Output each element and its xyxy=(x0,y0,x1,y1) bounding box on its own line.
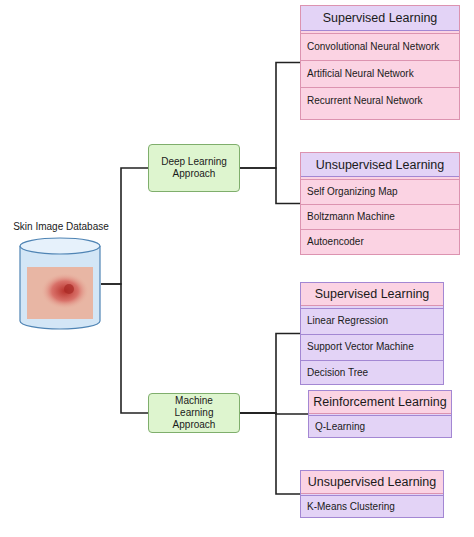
method-box: Boltzmann Machine xyxy=(301,204,459,228)
category-heading: Reinforcement Learning xyxy=(309,391,451,414)
method-box: Decision Tree xyxy=(301,360,443,384)
approach-label: Machine Learning Approach xyxy=(149,395,239,431)
lesion-core xyxy=(64,284,74,294)
method-box: Support Vector Machine xyxy=(301,334,443,359)
tree-connector xyxy=(240,413,308,414)
method-box: Self Organizing Map xyxy=(301,179,459,203)
method-box: Recurrent Neural Network xyxy=(301,87,459,113)
cylinder-top xyxy=(20,238,100,254)
approach-box: Machine Learning Approach xyxy=(148,393,240,433)
method-box: Convolutional Neural Network xyxy=(301,33,459,59)
method-box: K-Means Clustering xyxy=(301,495,443,517)
method-box: Q-Learning xyxy=(309,415,451,437)
method-label: Autoencoder xyxy=(301,230,459,253)
method-box: Autoencoder xyxy=(301,229,459,253)
method-label: Boltzmann Machine xyxy=(301,205,459,228)
approach-label: Deep Learning Approach xyxy=(149,156,239,180)
category-heading: Unsupervised Learning xyxy=(301,471,443,494)
category-heading: Supervised Learning xyxy=(301,6,459,31)
method-label: Self Organizing Map xyxy=(301,180,459,203)
category-box: Unsupervised LearningSelf Organizing Map… xyxy=(300,152,460,255)
method-box: Artificial Neural Network xyxy=(301,60,459,86)
method-label: Convolutional Neural Network xyxy=(301,34,459,59)
method-label: Decision Tree xyxy=(301,361,443,384)
category-heading: Supervised Learning xyxy=(301,283,443,306)
tree-connector xyxy=(240,168,300,204)
category-heading: Unsupervised Learning xyxy=(301,153,459,177)
approach-box: Deep Learning Approach xyxy=(148,144,240,192)
method-label: Q-Learning xyxy=(309,416,451,437)
method-box: Linear Regression xyxy=(301,308,443,333)
cylinder-body xyxy=(20,246,100,329)
method-label: Support Vector Machine xyxy=(301,335,443,359)
database-node: Skin Image Database xyxy=(5,220,117,332)
method-label: K-Means Clustering xyxy=(301,496,443,517)
skin-lesion xyxy=(41,273,89,309)
method-label: Linear Regression xyxy=(301,309,443,333)
tree-connector xyxy=(101,284,148,413)
method-label: Recurrent Neural Network xyxy=(301,88,459,113)
tree-connector xyxy=(240,334,300,414)
category-box: Supervised LearningConvolutional Neural … xyxy=(300,5,460,120)
database-label: Skin Image Database xyxy=(5,220,117,234)
database-cylinder xyxy=(19,237,101,331)
category-box: Unsupervised LearningK-Means Clustering xyxy=(300,470,444,518)
tree-connector xyxy=(240,63,300,169)
category-box: Supervised LearningLinear RegressionSupp… xyxy=(300,282,444,385)
category-box: Reinforcement LearningQ-Learning xyxy=(308,390,452,438)
tree-connector xyxy=(240,413,300,494)
skin-image xyxy=(27,267,93,319)
method-label: Artificial Neural Network xyxy=(301,61,459,86)
